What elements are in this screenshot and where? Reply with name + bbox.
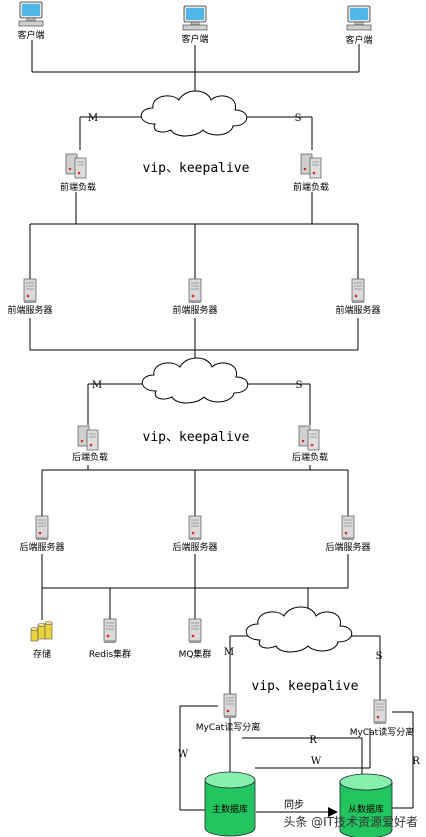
cloud-icon bbox=[140, 90, 248, 137]
backend-lb-label: 后端负载 bbox=[292, 451, 328, 463]
storage-label: 存储 bbox=[33, 648, 51, 660]
client-computer-icon bbox=[182, 5, 208, 31]
load-balancer-icon bbox=[65, 153, 87, 179]
client-label: 客户端 bbox=[17, 29, 44, 41]
server-icon bbox=[341, 515, 355, 541]
write-marker: W bbox=[178, 749, 189, 760]
frontend-server-label: 前端服务器 bbox=[172, 304, 217, 316]
sync-arrowhead bbox=[328, 807, 338, 817]
frontend-server-label: 前端服务器 bbox=[7, 304, 52, 316]
mycat-server-icon bbox=[223, 693, 237, 719]
redis-server-icon bbox=[103, 618, 117, 644]
slave-marker: S bbox=[295, 113, 302, 124]
backend-server-label: 后端服务器 bbox=[19, 541, 64, 553]
load-balancer-icon bbox=[77, 425, 99, 451]
server-icon bbox=[351, 278, 365, 304]
server-icon bbox=[188, 278, 202, 304]
read-marker: R bbox=[309, 735, 317, 746]
master-marker: M bbox=[92, 380, 102, 391]
connection-lines bbox=[29, 40, 414, 813]
frontend-lb-label: 前端负载 bbox=[293, 181, 329, 193]
mycat-server-icon bbox=[373, 699, 387, 725]
vip-keepalive-label: vip、keepalive bbox=[143, 161, 250, 176]
redis-label: Redis集群 bbox=[89, 648, 131, 660]
vip-keepalive-label: vip、keepalive bbox=[143, 430, 250, 445]
master-marker: M bbox=[88, 113, 98, 124]
client-label: 客户端 bbox=[181, 33, 208, 45]
storage-icon bbox=[30, 621, 53, 642]
frontend-server-label: 前端服务器 bbox=[335, 304, 380, 316]
mq-label: MQ集群 bbox=[179, 648, 212, 660]
read-marker: R bbox=[412, 756, 420, 767]
backend-lb-label: 后端负载 bbox=[72, 451, 108, 463]
cloud-icon bbox=[141, 357, 249, 404]
mycat-label: MyCat读写分离 bbox=[350, 726, 414, 738]
slave-db-label: 从数据库 bbox=[348, 803, 384, 815]
slave-marker: S bbox=[376, 651, 383, 662]
load-balancer-icon bbox=[298, 425, 320, 451]
write-marker: W bbox=[311, 756, 322, 767]
watermark: 头条 @IT技术资源爱好者 bbox=[283, 815, 418, 829]
vip-keepalive-label: vip、keepalive bbox=[252, 679, 359, 694]
backend-server-label: 后端服务器 bbox=[325, 541, 370, 553]
mycat-label: MyCat读写分离 bbox=[196, 721, 260, 733]
backend-server-label: 后端服务器 bbox=[172, 541, 217, 553]
load-balancer-icon bbox=[300, 153, 322, 179]
master-marker: M bbox=[224, 647, 234, 658]
frontend-lb-label: 前端负载 bbox=[60, 181, 96, 193]
master-db-label: 主数据库 bbox=[212, 803, 248, 815]
client-computer-icon bbox=[346, 5, 372, 31]
slave-marker: S bbox=[296, 380, 303, 391]
client-computer-icon bbox=[18, 1, 44, 27]
server-icon bbox=[188, 515, 202, 541]
cloud-icon bbox=[245, 606, 353, 653]
sync-label: 同步 bbox=[284, 799, 304, 811]
server-icon bbox=[35, 515, 49, 541]
master-db-icon bbox=[204, 771, 256, 837]
server-icon bbox=[23, 278, 37, 304]
mq-server-icon bbox=[188, 618, 202, 644]
slave-db-icon bbox=[339, 773, 393, 837]
client-label: 客户端 bbox=[345, 34, 372, 46]
